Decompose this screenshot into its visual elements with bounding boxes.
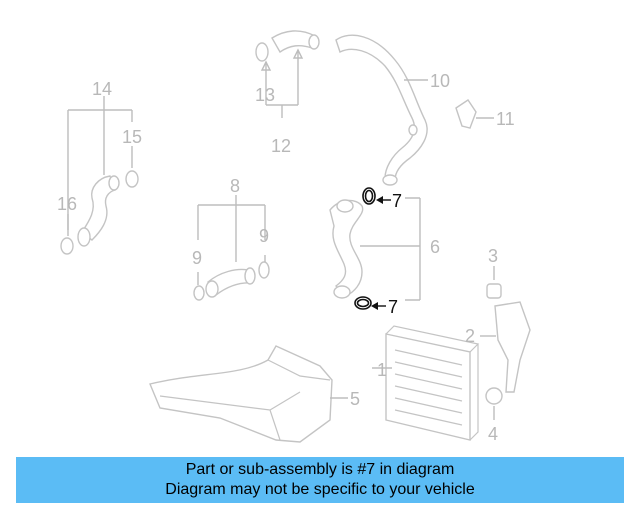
banner-line-2: Diagram may not be specific to your vehi… [165, 481, 475, 498]
callout-4: 4 [488, 424, 498, 444]
part-1-intercooler [385, 325, 480, 441]
part-7-ring-upper [362, 187, 376, 205]
part-12-hose [271, 30, 320, 54]
callout-15: 15 [122, 127, 142, 147]
info-banner: Part or sub-assembly is #7 in diagram Di… [16, 457, 624, 503]
part-13-ring [255, 42, 269, 62]
callout-12: 12 [271, 136, 291, 156]
callout-9-left: 9 [192, 248, 202, 268]
callout-11: 11 [496, 109, 515, 129]
leader-14 [67, 96, 133, 230]
callout-3: 3 [488, 246, 498, 266]
callout-10: 10 [430, 71, 450, 91]
leader-9 [197, 255, 266, 285]
callout-2: 2 [465, 326, 475, 346]
callout-7-upper: 7 [392, 191, 402, 211]
arrow-7-upper [376, 196, 383, 204]
part-10-pipe [335, 34, 428, 186]
parts-diagram: 1 2 3 4 5 6 7 7 8 9 9 10 11 12 13 14 15 … [57, 30, 531, 444]
part-15-ring [125, 170, 139, 188]
part-2-bracket [494, 301, 531, 393]
callout-1: 1 [377, 360, 387, 380]
part-5-air-duct [149, 345, 333, 443]
arrow-7-lower [371, 302, 378, 310]
callout-5: 5 [350, 389, 360, 409]
part-14-hose [77, 175, 120, 247]
callout-8: 8 [230, 176, 240, 196]
part-9-ring-left [193, 285, 205, 301]
part-7-ring-lower [354, 296, 372, 310]
leader-8 [197, 195, 266, 262]
callout-6: 6 [430, 237, 440, 257]
banner-line-1: Part or sub-assembly is #7 in diagram [185, 461, 455, 478]
callout-7-lower: 7 [388, 297, 398, 317]
callout-16: 16 [57, 194, 77, 214]
part-4-nut [485, 387, 503, 405]
part-9-ring-right [258, 261, 270, 279]
arrow-12 [260, 48, 304, 71]
part-6-hose [329, 199, 364, 299]
callout-14: 14 [92, 79, 112, 99]
part-8-hose [205, 267, 256, 298]
leader-15-16 [67, 146, 133, 236]
leader-6 [360, 197, 421, 301]
part-16-ring [60, 237, 74, 255]
callout-9-right: 9 [259, 226, 269, 246]
callout-13: 13 [255, 85, 275, 105]
part-3-grommet [486, 283, 502, 299]
part-11-sensor [455, 99, 477, 129]
